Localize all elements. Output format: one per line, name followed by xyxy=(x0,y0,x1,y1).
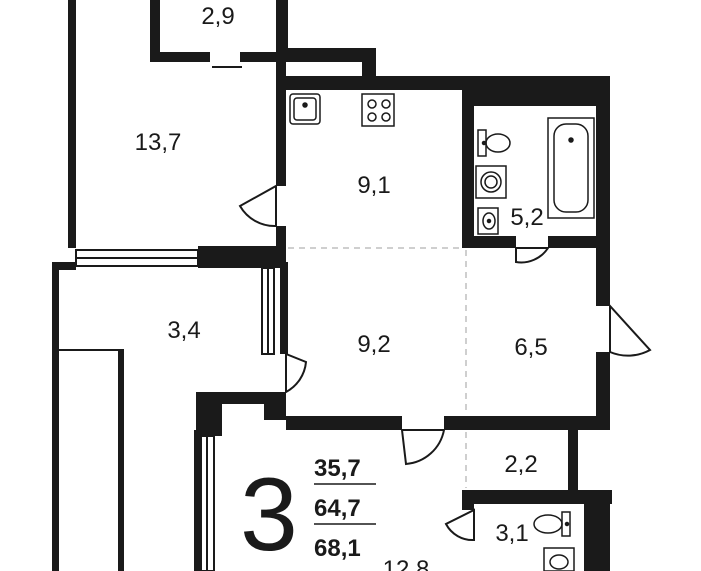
living-area: 35,7 xyxy=(314,455,361,482)
wall-segment xyxy=(52,262,76,270)
wall-segment xyxy=(462,490,474,510)
room-area-label: 12,8 xyxy=(383,556,430,571)
zone-lines xyxy=(288,247,467,488)
room-area-label: 13,7 xyxy=(135,129,182,156)
door-arc xyxy=(285,352,308,394)
wall-segment xyxy=(474,90,596,106)
wall-segment xyxy=(444,416,578,430)
wall-segment xyxy=(150,0,160,62)
walls xyxy=(52,0,612,571)
room-count: 3 xyxy=(240,457,298,571)
door-arc xyxy=(400,429,446,466)
room-area-label: 3,4 xyxy=(167,317,200,344)
stove-icon xyxy=(361,93,395,127)
apartment-summary: 3 35,7 64,7 68,1 xyxy=(240,455,376,571)
windows xyxy=(75,249,275,571)
bathtub-icon xyxy=(547,117,595,219)
door-arc xyxy=(515,247,550,264)
wall-segment xyxy=(52,262,58,571)
wall-segment xyxy=(280,262,288,354)
door-arc xyxy=(609,303,652,357)
wall-segment xyxy=(462,90,474,248)
kitchen-sink-icon xyxy=(289,93,321,125)
room-area-label: 6,5 xyxy=(514,334,547,361)
wall-segment xyxy=(276,226,286,246)
toilet-icon xyxy=(533,511,571,537)
room-area-label: 2,9 xyxy=(201,3,234,30)
wall-segment xyxy=(362,48,376,82)
wall-segment xyxy=(198,246,286,268)
wall-segment xyxy=(68,0,76,248)
wall-segment xyxy=(596,352,610,430)
wall-segment xyxy=(578,416,610,430)
wall-segment xyxy=(212,66,242,68)
wall-segment xyxy=(194,430,202,571)
wall-segment xyxy=(264,398,286,420)
door-arc xyxy=(238,184,277,228)
wall-segment xyxy=(462,236,516,248)
doors xyxy=(238,184,652,542)
wall-segment xyxy=(150,52,210,62)
washbasin-icon xyxy=(543,547,575,571)
door-arc xyxy=(444,508,475,542)
balcony-outline xyxy=(57,270,124,571)
wall-segment xyxy=(462,490,612,504)
room-area-label: 5,2 xyxy=(510,204,543,231)
room-area-label: 9,2 xyxy=(357,331,390,358)
room-labels: 2,9 13,7 9,1 5,2 3,4 9,2 6,5 2,2 3,1 12,… xyxy=(135,3,548,571)
wall-segment xyxy=(276,0,286,186)
wall-segment xyxy=(584,490,610,571)
wall-segment xyxy=(596,76,610,306)
room-area-label: 3,1 xyxy=(495,520,528,547)
wall-segment xyxy=(548,236,610,248)
total-area-with-balcony: 68,1 xyxy=(314,535,361,562)
washing-machine-icon xyxy=(475,165,507,199)
wall-segment xyxy=(286,48,376,62)
room-area-label: 2,2 xyxy=(504,451,537,478)
wall-segment xyxy=(196,392,222,436)
wall-segment xyxy=(240,52,288,62)
wall-segment xyxy=(286,76,610,90)
wall-segment xyxy=(286,416,402,430)
toilet-icon xyxy=(477,129,511,157)
room-area-label: 9,1 xyxy=(357,172,390,199)
wall-segment xyxy=(118,350,124,571)
washbasin-icon xyxy=(477,207,499,235)
fixtures xyxy=(289,93,595,571)
wall-segment xyxy=(568,416,578,496)
total-area: 64,7 xyxy=(314,495,361,522)
